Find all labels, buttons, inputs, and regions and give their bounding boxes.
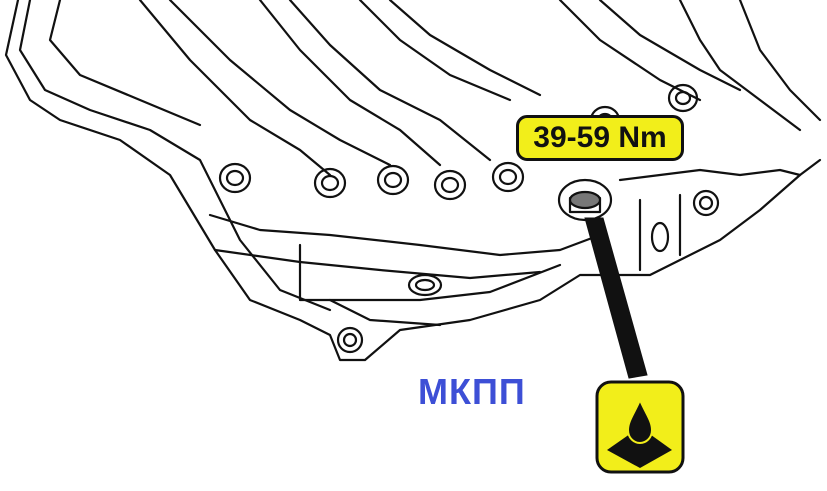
unit-name-label: МКПП (418, 371, 526, 412)
oil-drop-icon (595, 380, 685, 474)
torque-spec-label: 39-59 Nm (516, 115, 684, 161)
